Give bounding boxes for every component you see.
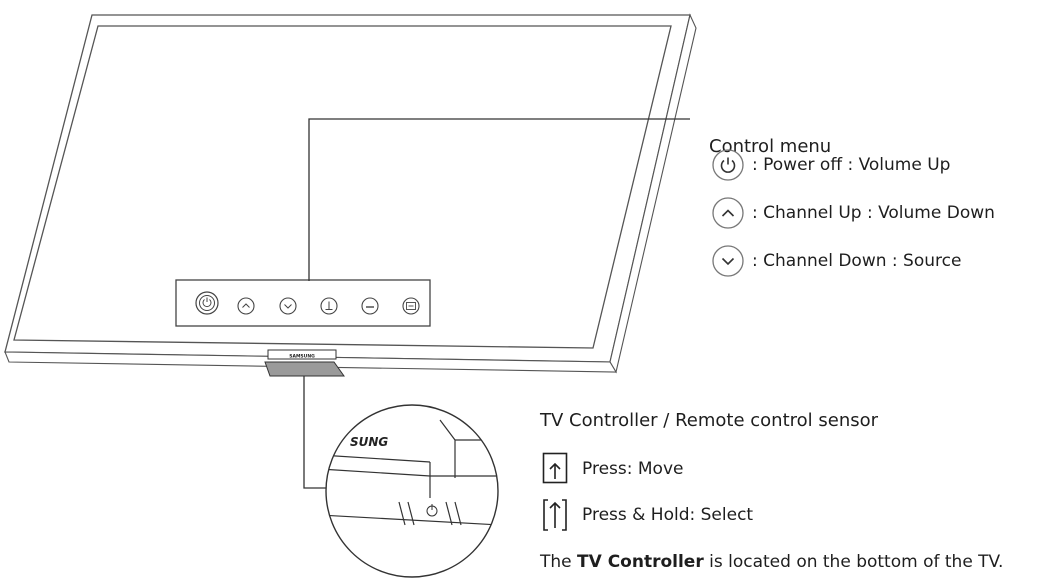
- control-menu-title: Control menu: [709, 136, 832, 157]
- panel-chevron-down-icon: [279, 297, 297, 315]
- control-menu-row-text: : Power off : Volume Up: [752, 155, 951, 175]
- panel-source-icon: [402, 297, 420, 315]
- controller-hold-text: Press & Hold: Select: [582, 505, 754, 525]
- controller-press-text: Press: Move: [582, 459, 684, 479]
- tv-logo-text: SAMSUNG: [289, 353, 315, 359]
- controller-zoom-view: SUNG: [325, 404, 499, 578]
- tv-screen: [13, 25, 672, 349]
- zoom-power-icon: [426, 504, 438, 517]
- zoom-logo-text: SUNG: [350, 435, 388, 449]
- control-menu-callout: [308, 118, 690, 281]
- controller-title: TV Controller / Remote control sensor: [540, 410, 879, 431]
- note-prefix: The: [540, 552, 578, 572]
- press-move-icon: [542, 452, 568, 484]
- controller-note: The TV Controller is located on the bott…: [540, 552, 1003, 572]
- chevron-down-icon: [712, 245, 744, 277]
- panel-chevron-up-icon: [237, 297, 255, 315]
- power-icon: [712, 149, 744, 181]
- note-bold: TV Controller: [577, 552, 704, 572]
- tv-controller-module: [264, 361, 345, 377]
- press-hold-icon: [543, 499, 567, 531]
- note-suffix: is located on the bottom of the TV.: [703, 552, 1004, 572]
- chevron-up-icon: [712, 197, 744, 229]
- control-menu-row-text: : Channel Down : Source: [752, 251, 962, 271]
- control-menu-row-text: : Channel Up : Volume Down: [752, 203, 995, 223]
- controller-callout: [303, 376, 336, 489]
- panel-input-icon: [320, 297, 338, 315]
- tv-logo-bar: SAMSUNG: [267, 349, 337, 360]
- panel-power-icon: [195, 291, 219, 315]
- panel-minus-icon: [361, 297, 379, 315]
